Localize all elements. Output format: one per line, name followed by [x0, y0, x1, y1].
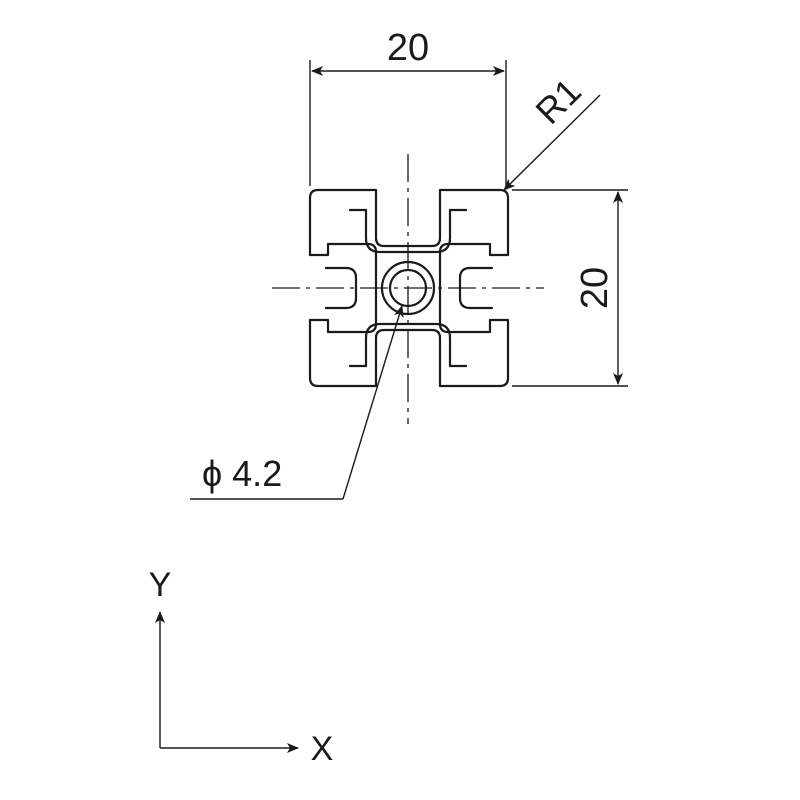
width-dimension-label: 20: [387, 27, 429, 69]
hole-diameter-label: ϕ 4.2: [202, 453, 282, 494]
profile-outline: [308, 188, 510, 388]
height-dimension-label: 20: [574, 267, 616, 309]
y-axis-label: Y: [149, 566, 172, 604]
left-slot-lip: [324, 266, 358, 310]
radius-label: R1: [527, 70, 589, 132]
radius-leader: [503, 94, 601, 191]
hole-leader: [342, 305, 404, 500]
x-axis-label: X: [311, 730, 334, 768]
